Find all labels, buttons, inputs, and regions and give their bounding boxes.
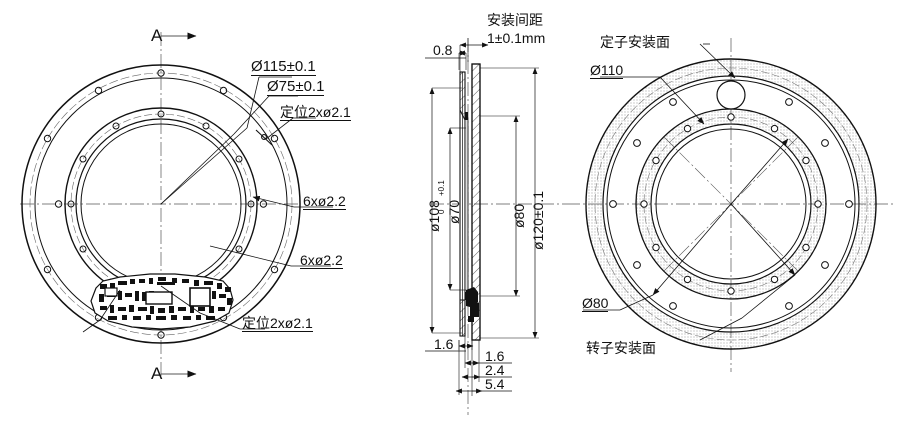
- label-stator-mounting-face: 定子安装面: [600, 34, 670, 50]
- section-pcb-connector: [466, 287, 479, 322]
- front-view-geometry: [20, 32, 333, 378]
- front-outer-holes: [43, 69, 279, 339]
- rear-bore: [655, 128, 807, 280]
- dimension-5-4: 5.4: [485, 376, 505, 392]
- rear-leaders: [583, 43, 796, 341]
- front-inner-housing-circle: [34, 77, 288, 331]
- dimension-dia80-section: ø80: [511, 203, 527, 228]
- front-pcb-assembly: [90, 273, 234, 330]
- rear-outer-holes: [609, 98, 853, 310]
- dimension-dia110: Ø110: [590, 62, 624, 80]
- dimension-dia115: Ø115±0.1: [251, 58, 316, 77]
- dimension-dia108: ø108: [426, 200, 442, 232]
- label-mounting-gap-value: 1±0.1mm: [487, 30, 546, 46]
- front-bolt-circle-outer: [29, 72, 293, 336]
- pcb-chip: [189, 287, 211, 307]
- rear-inner-holes: [640, 113, 822, 295]
- rear-outer-bolt-circle: [594, 67, 868, 341]
- dimension-1-6-left: 1.6: [434, 336, 454, 352]
- label-holes-6x22-bottom: 6xø2.2: [300, 252, 343, 270]
- front-outer-circle: [21, 64, 301, 344]
- label-locating-pins-bottom: 定位2xø2.1: [242, 315, 313, 333]
- dimension-dia80-rear: Ø80: [582, 295, 609, 313]
- rear-cable-hole: [716, 80, 746, 110]
- dimension-2-4: 2.4: [485, 362, 505, 378]
- label-mounting-gap-title: 安装间距: [487, 12, 543, 28]
- rear-view-geometry: [566, 38, 896, 372]
- section-dimensions: [425, 38, 539, 396]
- section-line-A-A: [161, 32, 197, 378]
- front-leaders: [82, 76, 333, 333]
- label-locating-pins-top: 定位2xø2.1: [280, 104, 351, 122]
- front-bolt-circle-inner: [70, 113, 252, 295]
- section-hub-plate: [464, 112, 469, 300]
- section-mark-a-top: A: [151, 26, 163, 45]
- dimension-dia70: ø70: [446, 199, 462, 224]
- dimension-1-6-right: 1.6: [485, 348, 505, 364]
- label-holes-6x22-top: 6xø2.2: [303, 193, 346, 211]
- rear-flange-inner2: [606, 79, 856, 329]
- dimension-dia120: ø120±0.1: [530, 190, 546, 250]
- dimension-dia75: Ø75±0.1: [267, 78, 325, 97]
- dimension-dia70-tol-upper: +0.1: [437, 180, 446, 196]
- dimension-0-8: 0.8: [433, 42, 453, 58]
- section-stator-body: [471, 63, 481, 341]
- section-view-geometry: [425, 38, 566, 415]
- section-mark-a-bottom: A: [151, 364, 163, 383]
- pcb-connector: [145, 291, 173, 305]
- label-rotor-mounting-face: 转子安装面: [586, 340, 656, 356]
- dimension-dia70-tol-lower: 0: [437, 209, 446, 214]
- front-locating-pins: [158, 129, 273, 289]
